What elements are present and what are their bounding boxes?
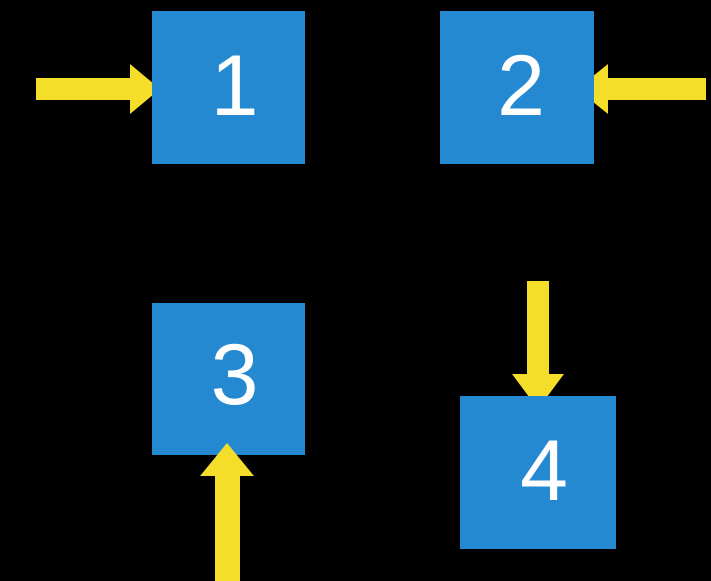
arrow-down-icon xyxy=(512,281,564,409)
block-node-3-label: 3 xyxy=(210,327,259,423)
block-node-4[interactable]: 4 xyxy=(460,396,616,549)
block-node-3[interactable]: 3 xyxy=(152,303,305,455)
block-node-1-label: 1 xyxy=(210,37,259,134)
block-node-2-label: 2 xyxy=(497,37,545,134)
block-node-1[interactable]: 1 xyxy=(152,11,305,164)
arrow-left-icon xyxy=(577,64,706,114)
block-node-4-label: 4 xyxy=(520,422,568,519)
block-node-2[interactable]: 2 xyxy=(440,11,594,164)
arrow-up-icon xyxy=(200,443,254,581)
arrow-right-icon xyxy=(36,64,160,114)
